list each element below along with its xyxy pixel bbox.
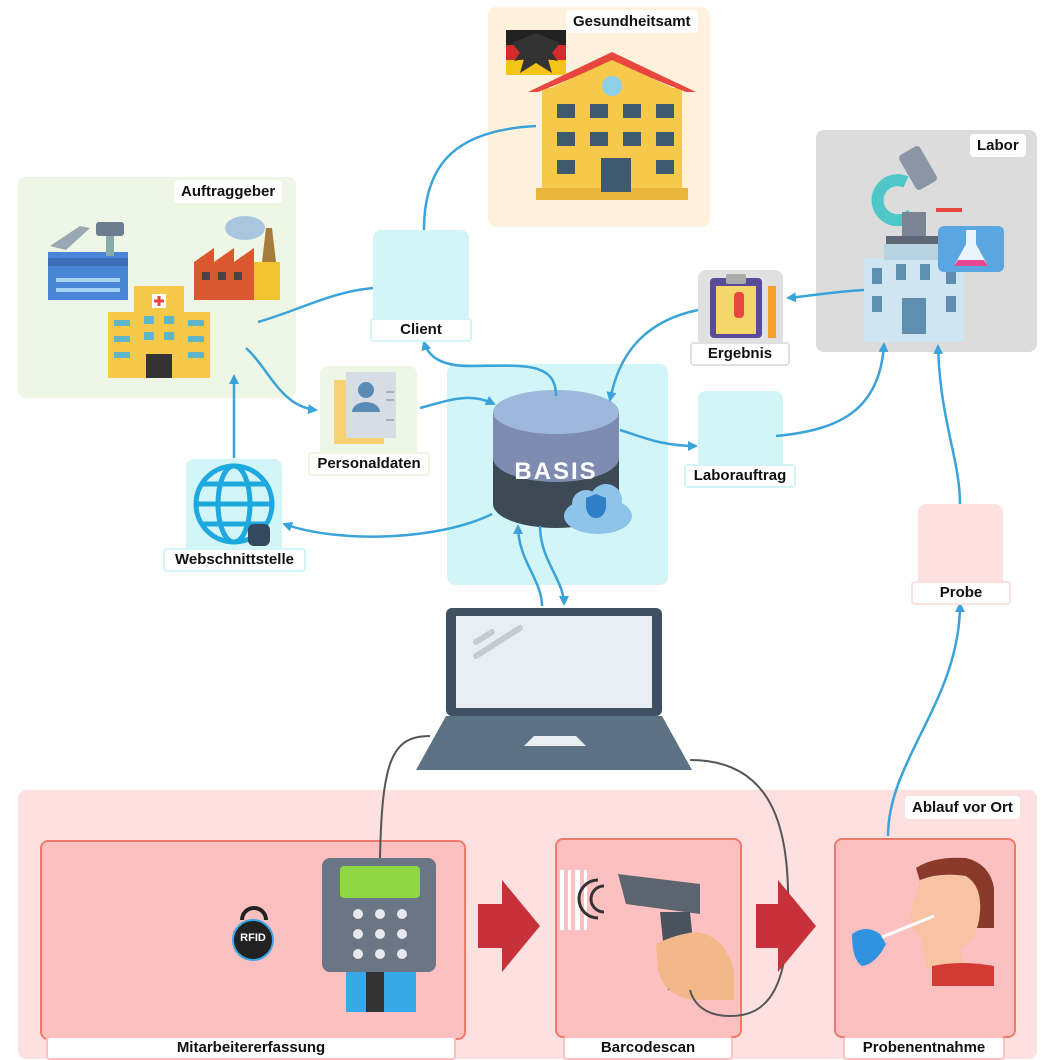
probe-label: Probe xyxy=(911,581,1011,605)
database-name: BASIS xyxy=(514,458,598,485)
vor-ort-title: Ablauf vor Ort xyxy=(905,796,1020,819)
globe-icon xyxy=(193,463,275,546)
laptop-icon xyxy=(416,608,692,770)
personaldaten-label: Personaldaten xyxy=(308,452,430,476)
probenentnahme-label: Probenentnahme xyxy=(843,1036,1005,1060)
flask-icon xyxy=(938,226,1004,272)
cloud-shield-icon xyxy=(564,484,632,534)
microscope-icon xyxy=(871,146,962,244)
mitarbeitererfassung-label: Mitarbeitererfassung xyxy=(46,1036,456,1060)
factory-icon xyxy=(194,216,280,300)
webschnittstelle-label: Webschnittstelle xyxy=(163,548,306,572)
lab-building-icon xyxy=(864,244,964,342)
swab-test-icon xyxy=(852,857,994,986)
barcodescan-label: Barcodescan xyxy=(563,1036,733,1060)
rfid-tag-icon xyxy=(232,906,274,961)
clipboard-icon xyxy=(710,274,776,338)
barcode-scanner-icon xyxy=(560,870,734,1000)
federal-eagle-icon xyxy=(506,30,566,75)
rfid-badge: RFID xyxy=(240,932,266,944)
client-label: Client xyxy=(370,318,472,342)
health-office-building-icon xyxy=(528,52,696,200)
ergebnis-label: Ergebnis xyxy=(690,342,790,366)
laborauftrag-label: Laborauftrag xyxy=(684,464,796,488)
client-node-box xyxy=(373,230,469,326)
gesundheitsamt-title: Gesundheitsamt xyxy=(566,10,698,33)
flow-connectors xyxy=(229,124,965,837)
hospital-icon xyxy=(108,286,210,378)
process-flow-arrows xyxy=(478,880,816,972)
probe-node-box xyxy=(918,504,1003,589)
card-terminal-icon xyxy=(322,858,436,1012)
laborauftrag-node-box xyxy=(698,391,783,476)
airport-icon xyxy=(48,222,128,300)
labor-title: Labor xyxy=(970,134,1026,157)
document-person-icon xyxy=(334,372,396,444)
auftraggeber-title: Auftraggeber xyxy=(174,180,283,203)
